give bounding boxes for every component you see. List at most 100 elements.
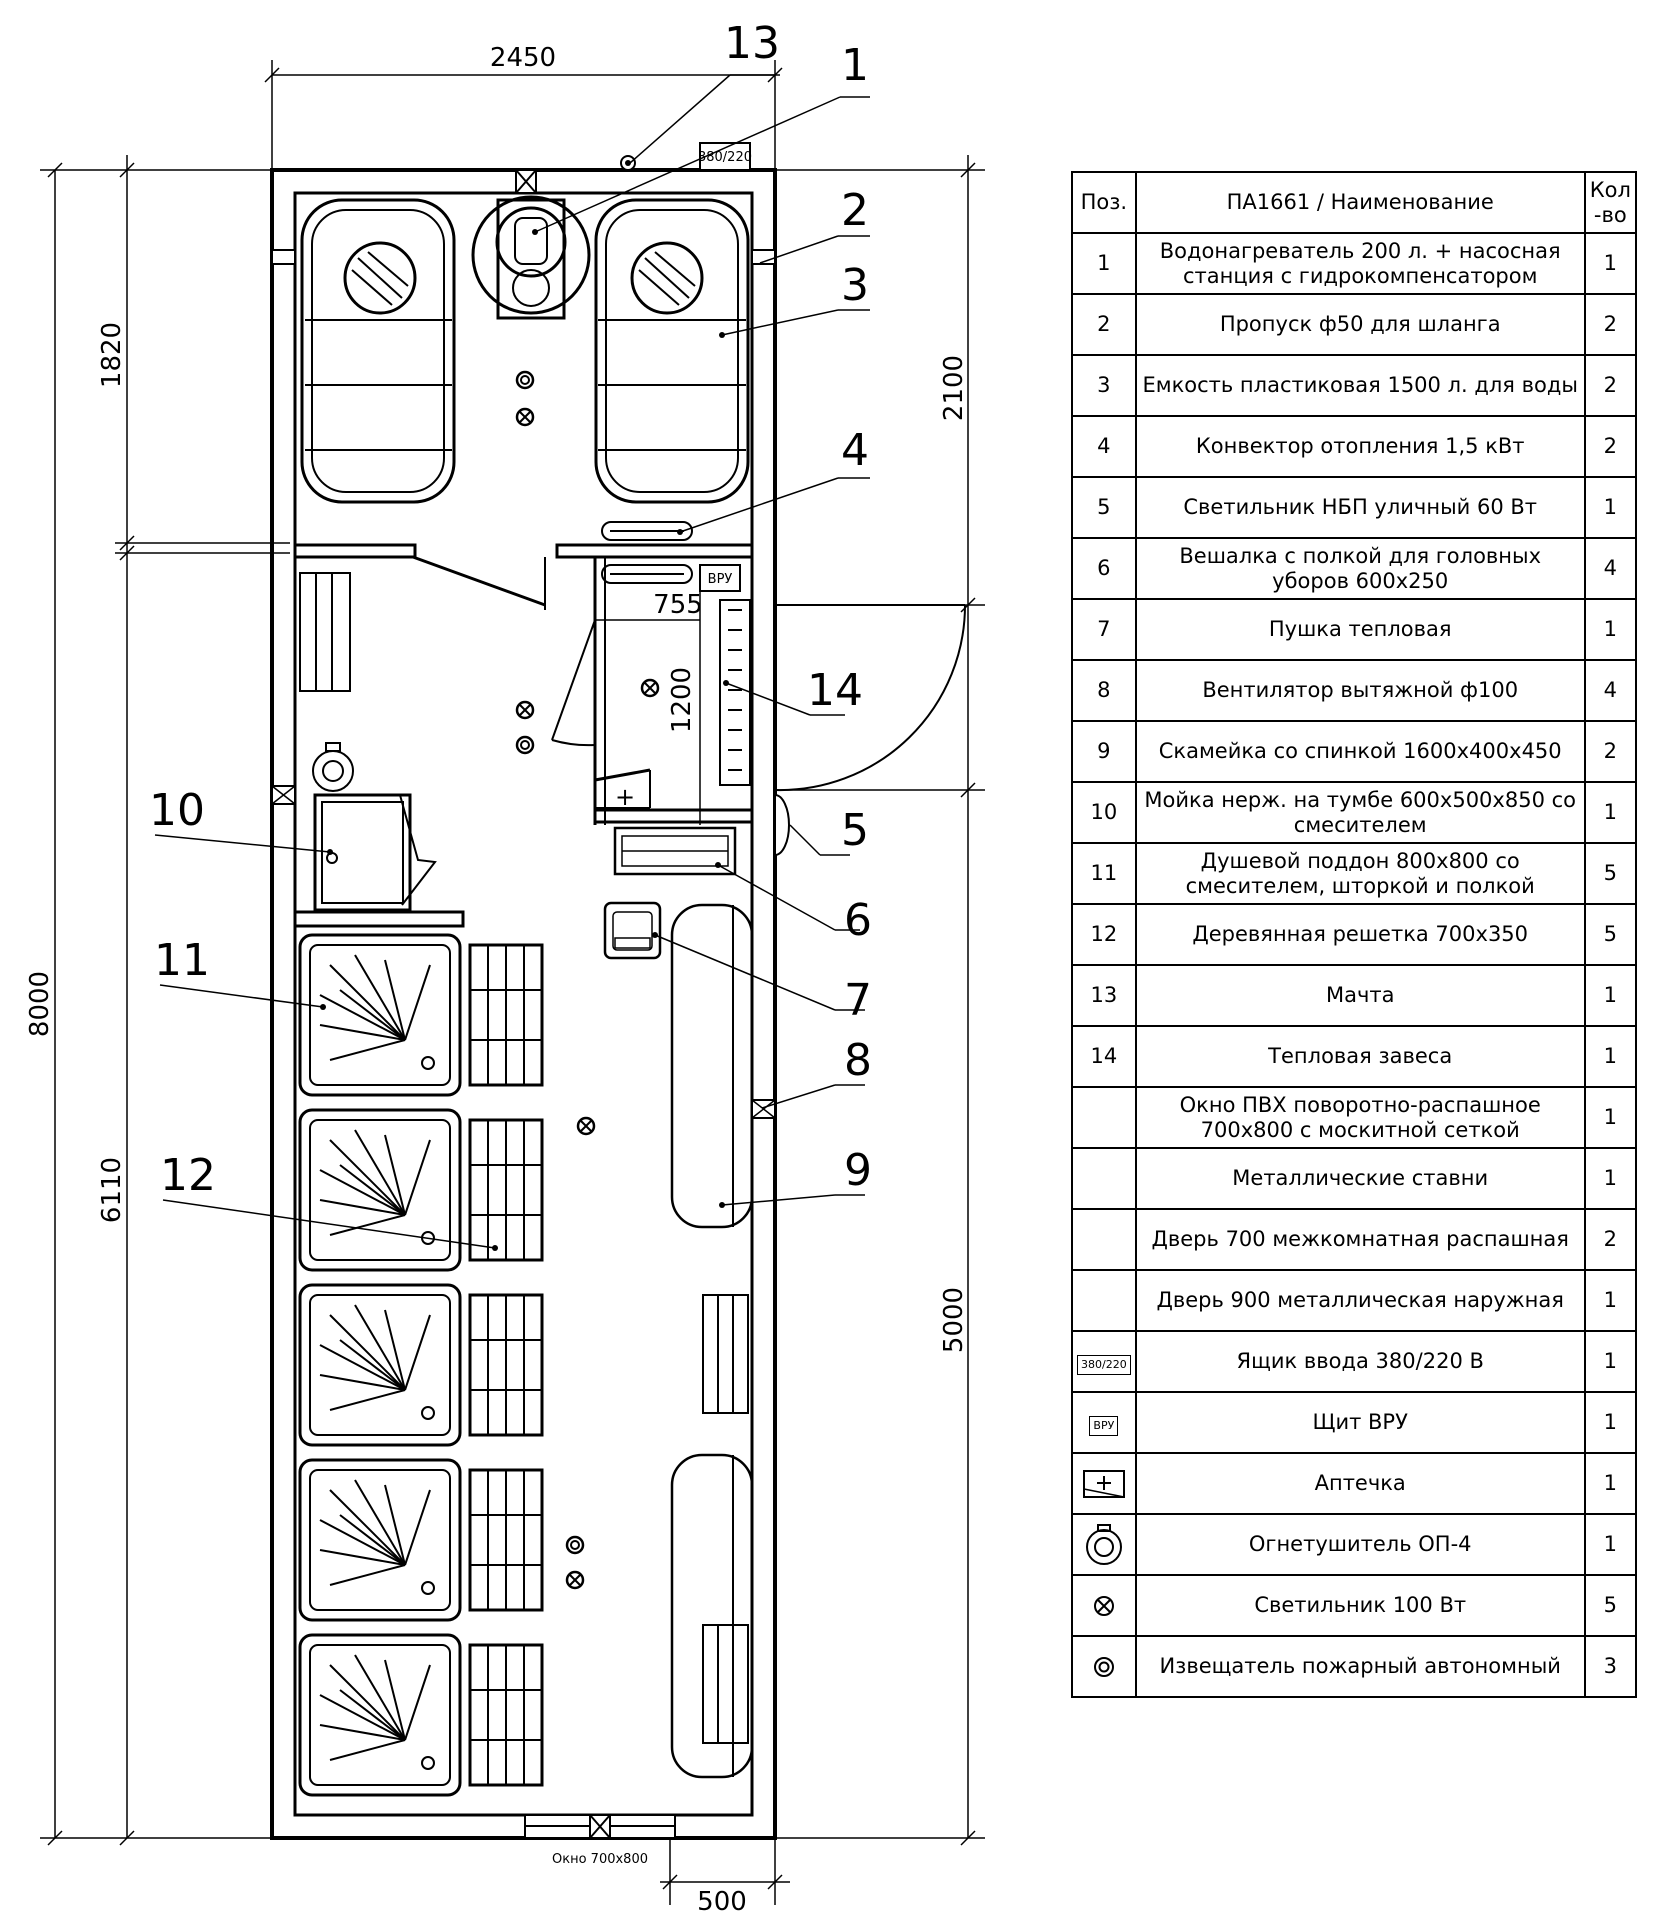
- spec-name: Светильник НБП уличный 60 Вт: [1134, 476, 1586, 539]
- spec-pos: [1071, 1147, 1137, 1210]
- callout-2: 2: [841, 185, 869, 236]
- callout-1: 1: [841, 40, 869, 91]
- spec-qty: 2: [1583, 720, 1637, 783]
- spec-name: Мачта: [1134, 964, 1586, 1027]
- callout-13: 13: [724, 18, 780, 69]
- shower-tray: [298, 1458, 462, 1622]
- callout-8: 8: [844, 1035, 872, 1086]
- heat-curtain: [719, 599, 751, 786]
- first-aid-icon: [1071, 1452, 1137, 1515]
- spec-qty: 1: [1583, 1330, 1637, 1393]
- spec-name: Огнетушитель ОП-4: [1134, 1513, 1586, 1576]
- spec-qty: 1: [1583, 1452, 1637, 1515]
- lamp-icon: [1071, 1574, 1137, 1637]
- spec-pos: [1071, 1086, 1137, 1149]
- spec-qty: 2: [1583, 293, 1637, 356]
- spec-qty: 1: [1583, 1391, 1637, 1454]
- spec-symbol-box: ВРУ: [1089, 1415, 1119, 1436]
- water-tank-right: [594, 198, 750, 504]
- callout-6: 6: [844, 895, 872, 946]
- spec-pos: 6: [1071, 537, 1137, 600]
- spec-name: Окно ПВХ поворотно-распашное 700х800 с м…: [1134, 1086, 1586, 1149]
- spec-qty: 1: [1583, 1086, 1637, 1149]
- water-heater: [471, 195, 591, 320]
- header-pos: Поз.: [1071, 171, 1137, 234]
- spec-pos: [1071, 1269, 1137, 1332]
- spec-name: Извещатель пожарный автономный: [1134, 1635, 1586, 1698]
- spec-qty: 5: [1583, 1574, 1637, 1637]
- spec-name: Аптечка: [1134, 1452, 1586, 1515]
- spec-pos: 1: [1071, 232, 1137, 295]
- spec-pos: 8: [1071, 659, 1137, 722]
- shower-tray: [298, 1108, 462, 1272]
- spec-name: Скамейка со спинкой 1600х400х450: [1134, 720, 1586, 783]
- header-qty: Кол -во: [1583, 171, 1637, 234]
- wooden-grate: [468, 1118, 544, 1262]
- callout-12: 12: [160, 1150, 216, 1201]
- spec-name: Металлические ставни: [1134, 1147, 1586, 1210]
- floor-plan: 2450 8000 1820 6110 2100 5000 500 380/22…: [25, 18, 985, 1917]
- spec-pos: 3: [1071, 354, 1137, 417]
- outdoor-lamp-icon: [774, 793, 790, 857]
- spec-name: Мойка нерж. на тумбе 600х500х850 со смес…: [1134, 781, 1586, 844]
- spec-qty: 3: [1583, 1635, 1637, 1698]
- wooden-grate: [468, 1293, 544, 1437]
- callout-4: 4: [841, 425, 869, 476]
- bench: [670, 903, 754, 1779]
- dim-right-upper: 2100: [939, 355, 969, 421]
- spec-name: Душевой поддон 800х800 со смесителем, шт…: [1134, 842, 1586, 905]
- shower-tray: [298, 1633, 462, 1797]
- vestibule: [593, 557, 754, 825]
- sink: [313, 793, 437, 912]
- spec-qty: 1: [1583, 781, 1637, 844]
- spec-qty: 1: [1583, 1513, 1637, 1576]
- wooden-grate: [468, 943, 544, 1087]
- input-box-label: 380/220: [698, 150, 752, 165]
- spec-name: Деревянная решетка 700х350: [1134, 903, 1586, 966]
- spec-qty: 4: [1583, 659, 1637, 722]
- spec-qty: 1: [1583, 1147, 1637, 1210]
- extinguisher-icon: [1071, 1513, 1137, 1576]
- heat-gun: [603, 901, 662, 960]
- spec-name: Дверь 700 межкомнатная распашная: [1134, 1208, 1586, 1271]
- spec-pos: 13: [1071, 964, 1137, 1027]
- spec-pos: 4: [1071, 415, 1137, 478]
- dim-vestibule-width: 755: [653, 590, 703, 620]
- spec-name: Конвектор отопления 1,5 кВт: [1134, 415, 1586, 478]
- spec-qty: 1: [1583, 964, 1637, 1027]
- spec-header-row: Поз. ПА1661 / Наименование Кол -во: [1071, 171, 1637, 234]
- shower-tray: [298, 933, 462, 1097]
- spec-name: Вешалка с полкой для головных уборов 600…: [1134, 537, 1586, 600]
- shower-tray: [298, 1283, 462, 1447]
- hanger-shelf: [613, 826, 737, 876]
- spec-qty: 1: [1583, 598, 1637, 661]
- spec-pos: 2: [1071, 293, 1137, 356]
- dim-top-width: 2450: [490, 43, 556, 73]
- spec-pos: 11: [1071, 842, 1137, 905]
- callout-3: 3: [841, 260, 869, 311]
- wooden-grate: [468, 1468, 544, 1612]
- convector: [601, 521, 693, 584]
- spec-name: Щит ВРУ: [1134, 1391, 1586, 1454]
- vru-panel: [699, 564, 741, 592]
- spec-qty: 4: [1583, 537, 1637, 600]
- spec-row: Окно ПВХ поворотно-распашное 700х800 с м…: [1071, 1086, 1637, 1149]
- dim-left-lower: 6110: [97, 1157, 127, 1223]
- vru-label: ВРУ: [708, 572, 733, 587]
- spec-pos: 5: [1071, 476, 1137, 539]
- smoke-detector-icon: [1071, 1635, 1137, 1698]
